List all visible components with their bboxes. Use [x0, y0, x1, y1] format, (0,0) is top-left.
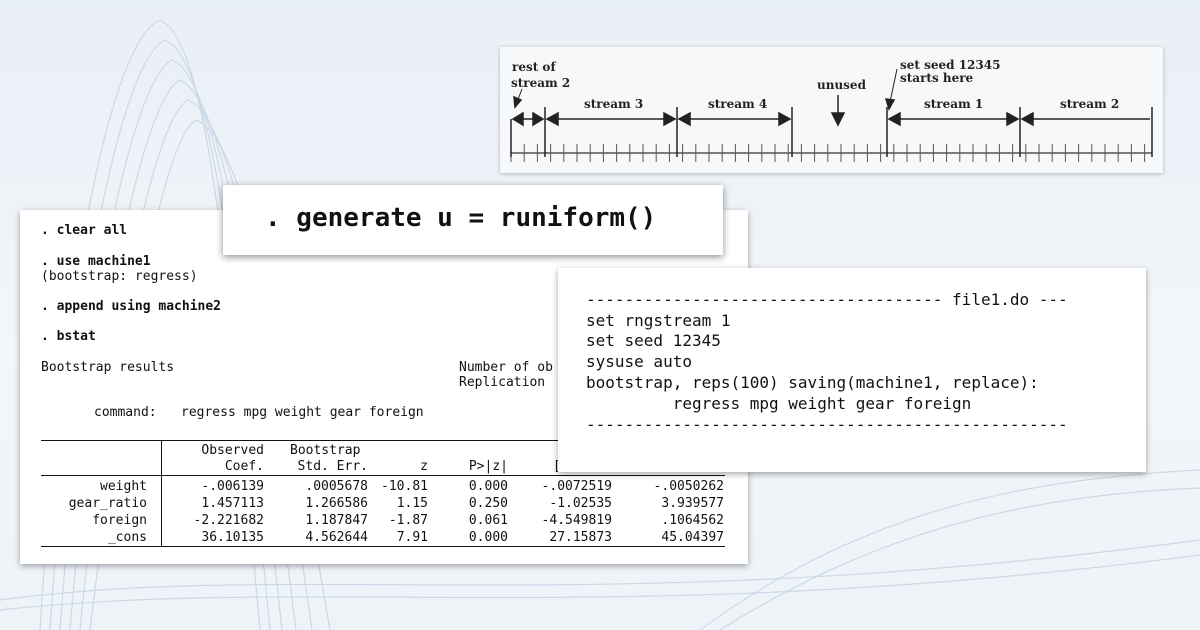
generate-command: . generate u = runiform() [265, 203, 657, 233]
table-cell-z: 7.91 [396, 530, 428, 545]
header-ci: [ [553, 459, 561, 474]
table-cell-p: 0.250 [468, 496, 508, 511]
table-cell-se: 1.266586 [305, 496, 368, 511]
label-stream1: stream 1 [924, 97, 983, 111]
table-cell-lo: -.0072519 [541, 479, 612, 494]
label-stream3: stream 3 [584, 97, 643, 111]
label-stream4: stream 4 [708, 97, 767, 111]
generate-banner: . generate u = runiform() [223, 185, 723, 255]
table-cell-p: 0.000 [468, 479, 508, 494]
header-se: Std. Err. [297, 459, 368, 474]
cmd-clear-all: . clear all [41, 223, 128, 238]
label-rest-of: rest of [512, 60, 556, 74]
table-vertical-rule [161, 440, 162, 547]
table-cell-name: gear_ratio [68, 496, 147, 511]
table-cell-se: .0005678 [305, 479, 368, 494]
cmd-append: . append using machine2 [41, 299, 222, 314]
label-set-seed: set seed 12345 [900, 58, 1000, 72]
table-cell-lo: -4.549819 [541, 513, 612, 528]
header-z: z [420, 459, 428, 474]
table-cell-p: 0.061 [468, 513, 508, 528]
use-note: (bootstrap: regress) [41, 269, 198, 284]
table-cell-p: 0.000 [468, 530, 508, 545]
dofile-line-seed: set seed 12345 [586, 331, 721, 350]
label-unused: unused [817, 78, 867, 92]
table-cell-se: 1.187847 [305, 513, 368, 528]
table-cell-hi: -.0050262 [653, 479, 724, 494]
header-pz: P>|z| [468, 459, 508, 474]
table-cell-name: foreign [92, 513, 147, 528]
table-cell-coef: 1.457113 [201, 496, 264, 511]
header-coef: Coef. [224, 459, 264, 474]
dofile-footer-rule: ----------------------------------------… [586, 415, 1068, 434]
table-cell-coef: -.006139 [201, 479, 264, 494]
dofile-line-sysuse: sysuse auto [586, 352, 692, 371]
table-cell-lo: -1.02535 [549, 496, 612, 511]
table-cell-z: 1.15 [396, 496, 428, 511]
results-title: Bootstrap results [41, 360, 175, 375]
header-observed: Observed [201, 443, 264, 458]
dofile-line-bootstrap: bootstrap, reps(100) saving(machine1, re… [586, 373, 1039, 392]
dofile-line-rngstream: set rngstream 1 [586, 311, 731, 330]
label-stream2-right: stream 2 [1060, 97, 1119, 111]
reps-label: Replication [459, 375, 546, 390]
dofile-line-regress: regress mpg weight gear foreign [586, 394, 972, 413]
nobs-label: Number of ob [459, 360, 553, 375]
table-bottom-rule [41, 546, 725, 547]
table-cell-z: -1.87 [388, 513, 428, 528]
table-cell-se: 4.562644 [305, 530, 368, 545]
table-header-rule [41, 475, 725, 476]
table-top-rule [41, 440, 725, 441]
cmd-use-machine1: . use machine1 [41, 254, 151, 269]
table-cell-hi: 45.04397 [661, 530, 724, 545]
table-cell-coef: 36.10135 [201, 530, 264, 545]
header-bootstrap: Bootstrap [290, 443, 361, 458]
dofile-header-rule: ------------------------------------- fi… [586, 290, 1068, 309]
table-cell-lo: 27.15873 [549, 530, 612, 545]
cmd-bstat: . bstat [41, 329, 96, 344]
table-cell-name: _cons [107, 530, 147, 545]
table-cell-hi: 3.939577 [661, 496, 724, 511]
command-value: regress mpg weight gear foreign [181, 405, 424, 420]
table-cell-name: weight [100, 479, 147, 494]
table-cell-hi: .1064562 [661, 513, 724, 528]
label-stream2-left: stream 2 [511, 76, 570, 90]
table-cell-z: -10.81 [381, 479, 428, 494]
table-cell-coef: -2.221682 [193, 513, 264, 528]
do-file-panel: ------------------------------------- fi… [558, 268, 1146, 472]
label-starts-here: starts here [900, 71, 974, 85]
command-label: command: [94, 405, 157, 420]
stream-diagram: rest of stream 2 stream 3 stream 4 unuse… [500, 47, 1163, 173]
